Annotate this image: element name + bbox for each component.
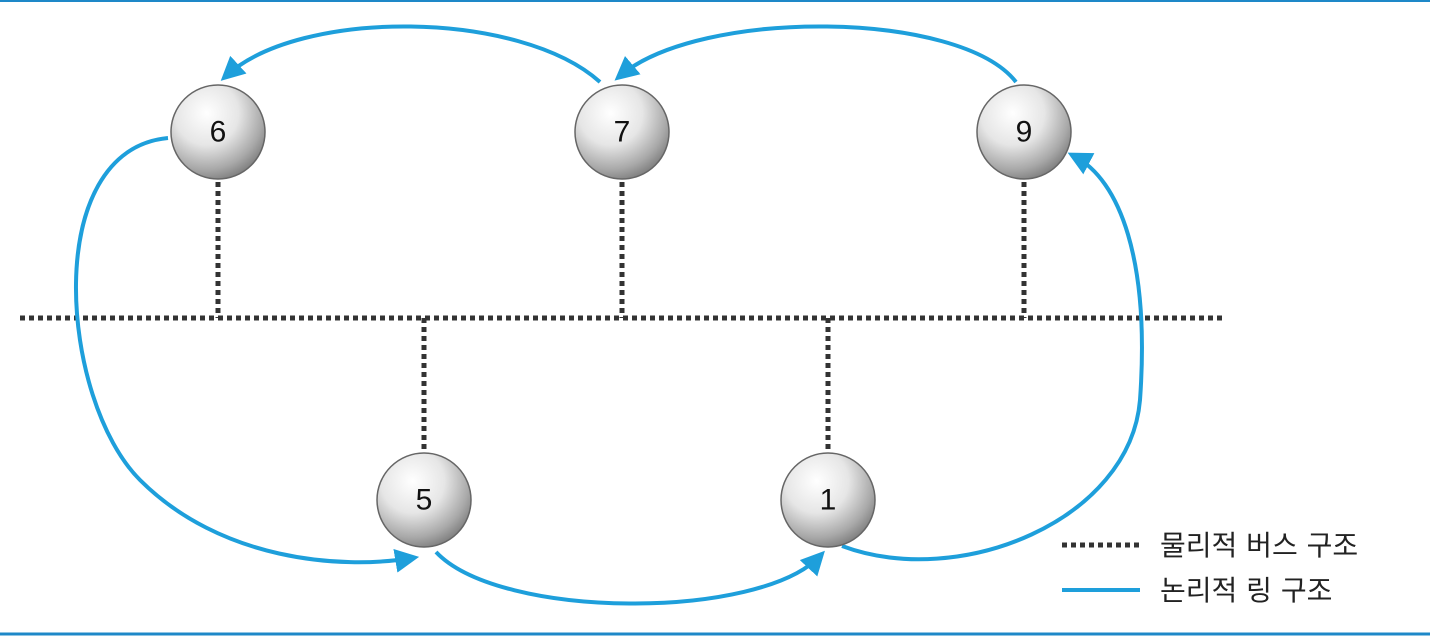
node-7: 7 xyxy=(574,84,670,180)
legend-ring-label: 논리적 링 구조 xyxy=(1160,574,1332,607)
node-label: 1 xyxy=(820,484,837,517)
legend: 물리적 버스 구조 논리적 링 구조 xyxy=(1062,529,1358,607)
node-ball xyxy=(976,84,1072,180)
node-ball xyxy=(170,84,266,180)
node-ball xyxy=(780,452,876,548)
ring-arc-9-to-7 xyxy=(614,24,1018,84)
physical-bus xyxy=(20,182,1222,450)
node-label: 9 xyxy=(1016,116,1033,149)
ring-arc-1-to-9 xyxy=(841,152,1144,562)
node-5: 5 xyxy=(376,452,472,548)
node-label: 7 xyxy=(614,116,631,149)
logical-ring xyxy=(74,24,1144,606)
ring-arc-6-to-5 xyxy=(74,136,420,573)
node-ball xyxy=(376,452,472,548)
legend-bus-label: 물리적 버스 구조 xyxy=(1160,529,1358,562)
node-1: 1 xyxy=(780,452,876,548)
node-ball xyxy=(574,84,670,180)
node-9: 9 xyxy=(976,84,1072,180)
node-6: 6 xyxy=(170,84,266,180)
node-label: 6 xyxy=(210,116,227,149)
node-label: 5 xyxy=(416,484,433,517)
ring-arc-7-to-6 xyxy=(220,24,602,84)
ring-arc-5-to-1 xyxy=(434,550,825,606)
